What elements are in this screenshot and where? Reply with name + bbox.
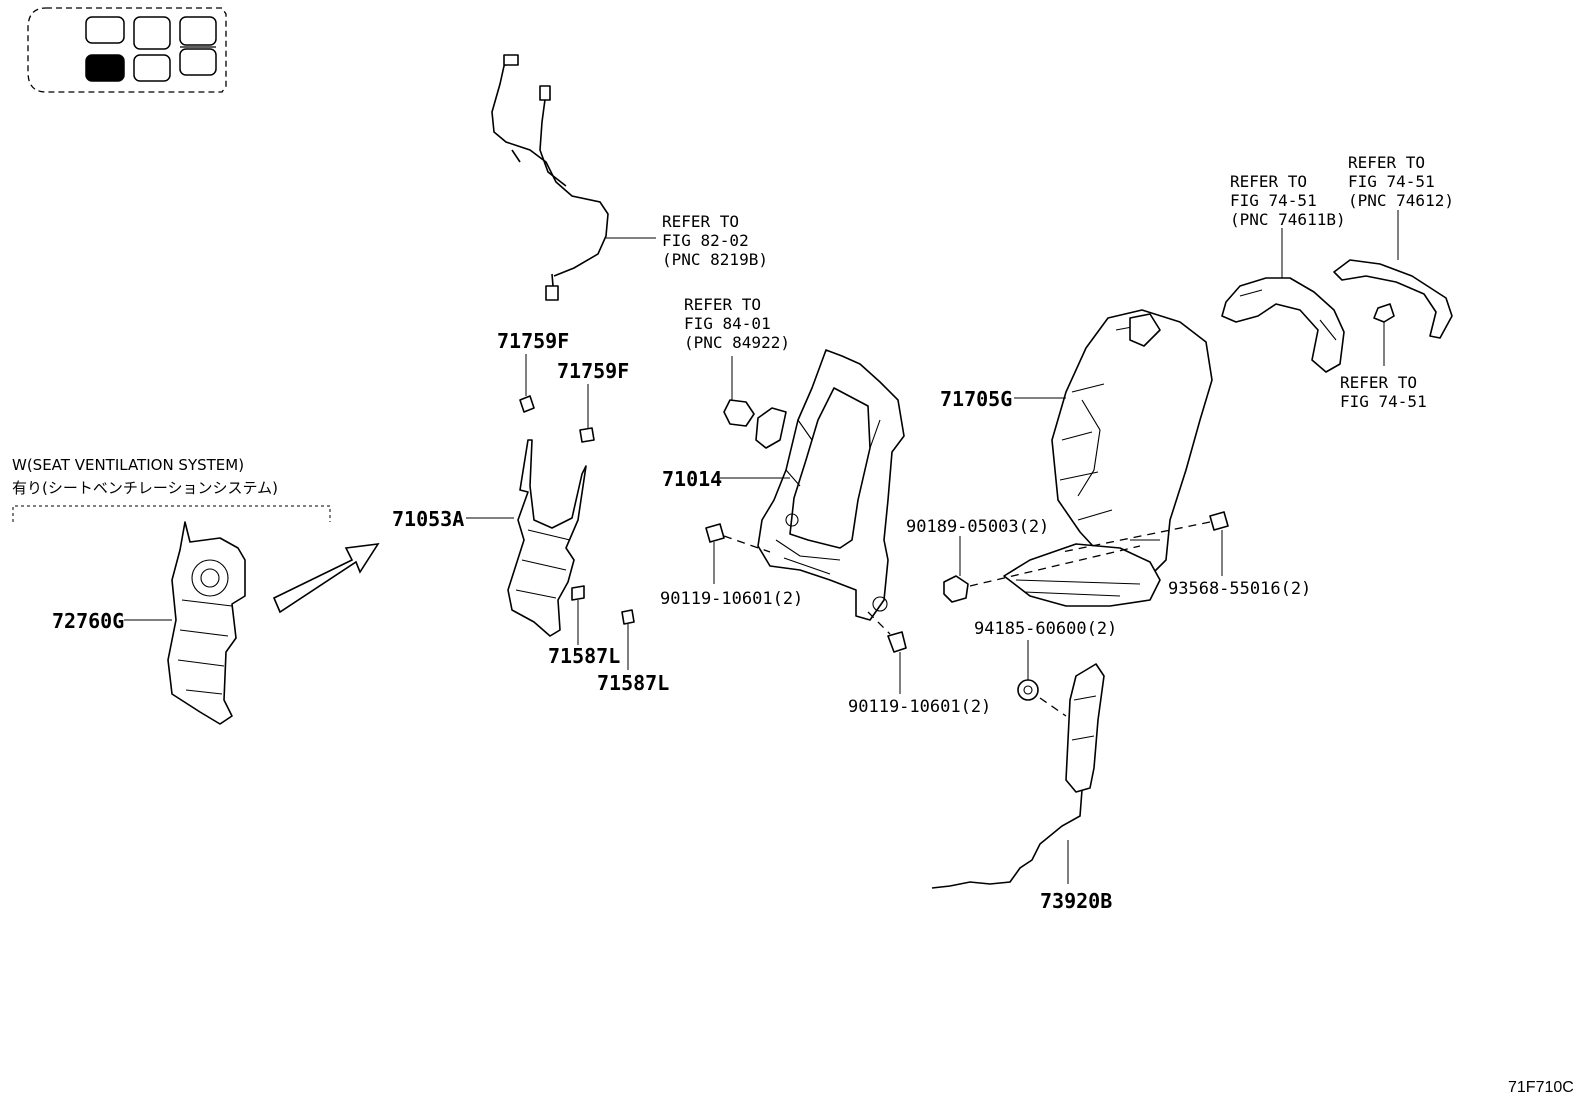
bolt-90119-a [705, 523, 771, 584]
bracket-71053a [507, 439, 587, 637]
clip-71587l-b [621, 609, 635, 670]
ref-guide-a-line3: (PNC 74611B) [1230, 210, 1346, 229]
clip-71759f-a [519, 354, 535, 413]
figure-code: 71F710C [1508, 1079, 1574, 1096]
seatback-frame-71014 [755, 349, 905, 621]
part-number-71705g: 71705G [940, 387, 1012, 411]
headrest-clip [1373, 303, 1395, 366]
headrest-guide-b [1333, 210, 1453, 339]
part-number-72760g: 72760G [52, 609, 124, 633]
part-number-71014: 71014 [662, 467, 722, 491]
ref-harness-line1: REFER TO [662, 212, 739, 231]
variant-note-line2: 有り(シートベンチレーションシステム) [12, 479, 278, 497]
part-number-90119-b: 90119-10601(2) [848, 697, 991, 717]
wire-harness [491, 54, 609, 301]
bolt-93568 [1061, 511, 1229, 576]
nut-94185 [1017, 640, 1067, 717]
part-number-90119-a: 90119-10601(2) [660, 589, 803, 609]
seatback-pad-71705g [1051, 309, 1213, 577]
part-number-94185: 94185-60600(2) [974, 619, 1117, 639]
seat-key-cell [179, 16, 217, 46]
variant-note: W(SEAT VENTILATION SYSTEM) 有り(シートベンチレーショ… [12, 456, 331, 522]
part-number-90189: 90189-05003(2) [906, 517, 1049, 537]
seat-key-cell [133, 54, 171, 82]
side-airbag-73920b [931, 663, 1105, 889]
seat-key-cell [179, 48, 217, 76]
headrest-guide-a [1221, 228, 1345, 373]
part-number-71587l-b: 71587L [597, 671, 669, 695]
ref-guide-a-line2: FIG 74-51 [1230, 191, 1317, 210]
part-number-73920b: 73920B [1040, 889, 1112, 913]
lower-cover-sheet [1003, 543, 1161, 607]
ref-sensor-line1: REFER TO [684, 295, 761, 314]
seat-key-cell-selected [85, 54, 125, 82]
part-number-71759f-a: 71759F [497, 329, 569, 353]
ref-guide-b-line1: REFER TO [1348, 153, 1425, 172]
clip-71759f-b [579, 384, 595, 443]
ref-guide-b-line2: FIG 74-51 [1348, 172, 1435, 191]
ref-guide-b-line3: (PNC 74612) [1348, 191, 1454, 210]
seat-position-key [27, 7, 227, 93]
ref-guide-a-line1: REFER TO [1230, 172, 1307, 191]
ref-clip-line2: FIG 74-51 [1340, 392, 1427, 411]
part-number-93568: 93568-55016(2) [1168, 579, 1311, 599]
ref-harness-line2: FIG 82-02 [662, 231, 749, 250]
seat-key-cell [133, 16, 171, 50]
part-number-71587l-a: 71587L [548, 644, 620, 668]
bolt-90119-b [867, 611, 907, 694]
part-number-71053a: 71053A [392, 507, 464, 531]
direction-arrow [272, 542, 380, 614]
clip-71587l-a [571, 585, 585, 645]
ref-sensor-line2: FIG 84-01 [684, 314, 771, 333]
part-number-71759f-b: 71759F [557, 359, 629, 383]
ventilation-blower-72760g [167, 521, 246, 725]
variant-note-line1: W(SEAT VENTILATION SYSTEM) [12, 456, 244, 474]
ref-sensor-line3: (PNC 84922) [684, 333, 790, 352]
ref-harness-line3: (PNC 8219B) [662, 250, 768, 269]
frame-sensor [723, 356, 755, 427]
ref-clip-line1: REFER TO [1340, 373, 1417, 392]
clip-90189 [943, 536, 1141, 603]
seat-key-cell [85, 16, 125, 44]
